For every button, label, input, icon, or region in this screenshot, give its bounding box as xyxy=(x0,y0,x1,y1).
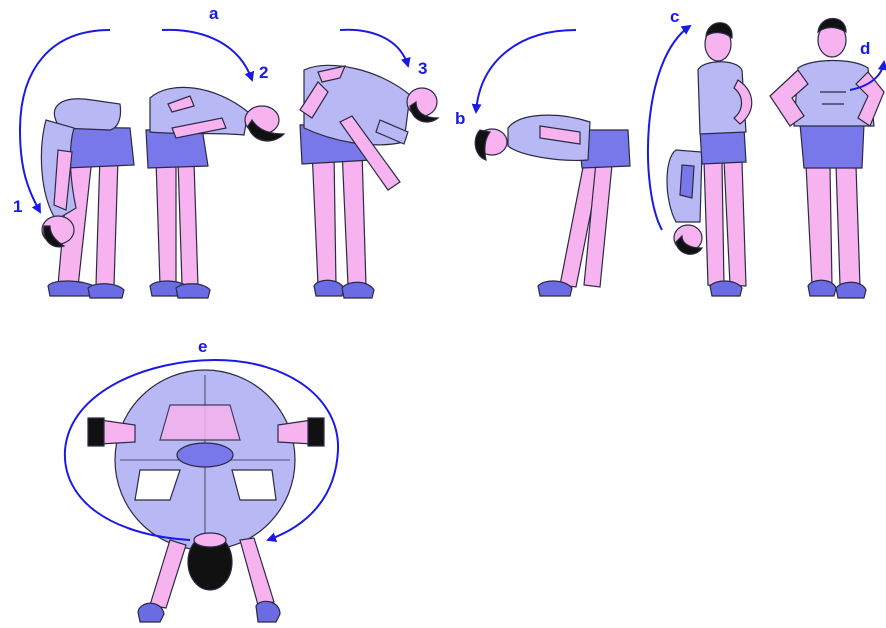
label-c: c xyxy=(670,8,679,25)
figure-bend-forward xyxy=(41,99,134,298)
figure-stand-to-forward-fold xyxy=(667,23,752,296)
label-b: b xyxy=(455,110,465,127)
figure-circle-top-view xyxy=(88,370,324,622)
arrow-b xyxy=(476,30,576,112)
label-d: d xyxy=(860,40,870,57)
figure-front-twist xyxy=(770,19,884,299)
label-3: 3 xyxy=(418,60,427,77)
label-1: 1 xyxy=(13,198,22,215)
arrow-a-right-arc xyxy=(162,30,252,80)
figure-forward-bend-hands-on-back xyxy=(475,115,630,296)
label-e: e xyxy=(198,338,207,355)
figure-bend-back xyxy=(146,87,284,298)
arrow-3 xyxy=(340,30,408,66)
figure-side-bend xyxy=(300,65,438,298)
label-2: 2 xyxy=(259,64,268,81)
label-a: a xyxy=(209,5,218,22)
